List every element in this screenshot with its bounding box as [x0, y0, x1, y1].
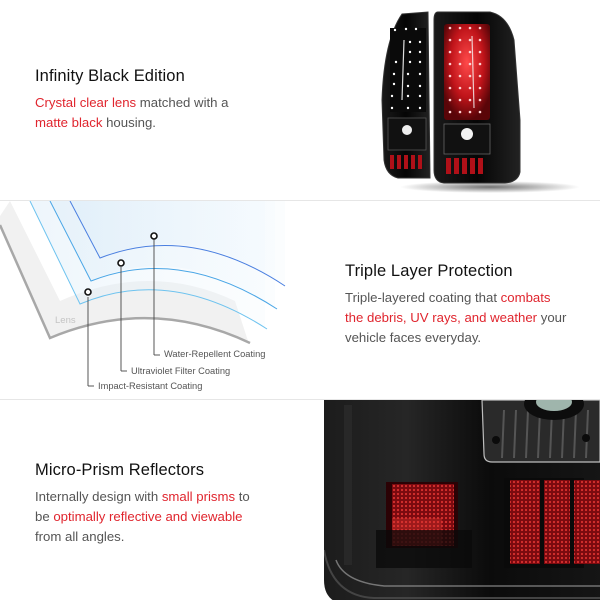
section-description: Crystal clear lens matched with a matte … [35, 93, 295, 133]
desc-text: be [35, 509, 54, 524]
desc-text: Internally design with [35, 489, 162, 504]
desc-text: Triple-layered coating that [345, 290, 501, 305]
callout-impact-resistant: Impact-Resistant Coating [98, 381, 203, 391]
section-infinity-black: Infinity Black Edition Crystal clear len… [0, 0, 600, 200]
lens-label: Lens [55, 315, 76, 326]
desc-text: housing. [102, 115, 156, 130]
highlight-text: optimally reflective and viewable [53, 509, 243, 524]
highlight-text: small prisms [161, 489, 236, 504]
callout-water-repellent: Water-Repellent Coating [164, 349, 266, 359]
section-title: Infinity Black Edition [35, 67, 185, 85]
desc-text: matched with a [136, 95, 229, 110]
tail-lights-pair-image [381, 11, 580, 193]
reflector-closeup-image [324, 400, 600, 600]
water-repellent-marker-icon [150, 232, 158, 240]
coating-layers-diagram [0, 201, 286, 387]
impact-resistant-marker-icon [84, 288, 92, 296]
desc-text: your [537, 310, 567, 325]
highlight-text: matte black [35, 115, 103, 130]
callout-uv-filter: Ultraviolet Filter Coating [131, 366, 231, 376]
uv-filter-marker-icon [117, 259, 125, 267]
section-micro-prism: Micro-Prism Reflectors Internally design… [0, 399, 600, 600]
highlight-text: Crystal clear lens [35, 95, 137, 110]
highlight-text: the debris, UV rays, and weather [345, 310, 538, 325]
section-title: Micro-Prism Reflectors [35, 461, 205, 479]
desc-text: from all angles. [35, 529, 125, 544]
desc-text: to [235, 489, 250, 504]
section-description: Internally design with small prisms to b… [35, 487, 295, 547]
section-triple-layer: Lens Water-Repellent Coating Ultraviolet… [0, 200, 600, 399]
section-description: Triple-layered coating that combats the … [345, 288, 585, 348]
highlight-text: combats [500, 290, 551, 305]
desc-text: vehicle faces everyday. [345, 330, 482, 345]
section-title: Triple Layer Protection [345, 262, 513, 280]
